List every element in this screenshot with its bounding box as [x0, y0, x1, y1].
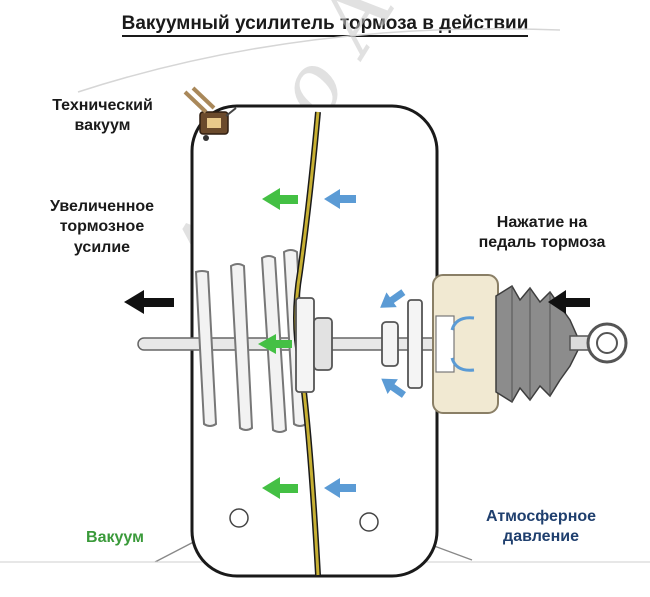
- blue-arrow-lower-valve-icon: [381, 378, 406, 398]
- valve-disc-right: [407, 299, 423, 389]
- pedal-eye-connector: [569, 322, 628, 364]
- pedal-press-label: Нажатие на педаль тормоза: [478, 214, 606, 252]
- atmospheric-port: [359, 512, 379, 532]
- increased-force-label: Увеличенное тормозное усилие: [49, 198, 155, 256]
- pedal-force-arrow-icon: [548, 290, 590, 314]
- rubber-bellows: [495, 284, 579, 404]
- vacuum-label: Вакуум: [86, 529, 144, 546]
- output-force-arrow-icon: [124, 290, 174, 314]
- decor-arc: [77, 28, 561, 93]
- page-title: Вакуумный усилитель тормоза в действии: [0, 12, 650, 37]
- blue-arrow-upper-valve-icon: [380, 289, 406, 308]
- green-arrow-top-icon: [262, 188, 298, 210]
- hub-cap: [313, 317, 333, 371]
- blue-arrow-bottom-icon: [324, 478, 356, 498]
- air-flow-upper-icon: [450, 316, 475, 331]
- air-flow-lower-icon: [450, 357, 475, 372]
- atmospheric-pressure-label: Атмосферное давление: [485, 508, 597, 546]
- green-arrow-bottom-icon: [262, 477, 298, 499]
- vacuum-port: [229, 508, 249, 528]
- diaphragm-hub: [295, 297, 315, 393]
- tech-vacuum-label: Технический вакуум: [52, 97, 153, 135]
- page-title-text: Вакуумный усилитель тормоза в действии: [121, 13, 529, 37]
- valve-body-window: [435, 315, 455, 373]
- blue-arrow-top-icon: [324, 189, 356, 209]
- green-arrow-middle-icon: [258, 334, 292, 354]
- vacuum-fitting-icon: [183, 86, 237, 141]
- valve-disc-left: [381, 321, 399, 367]
